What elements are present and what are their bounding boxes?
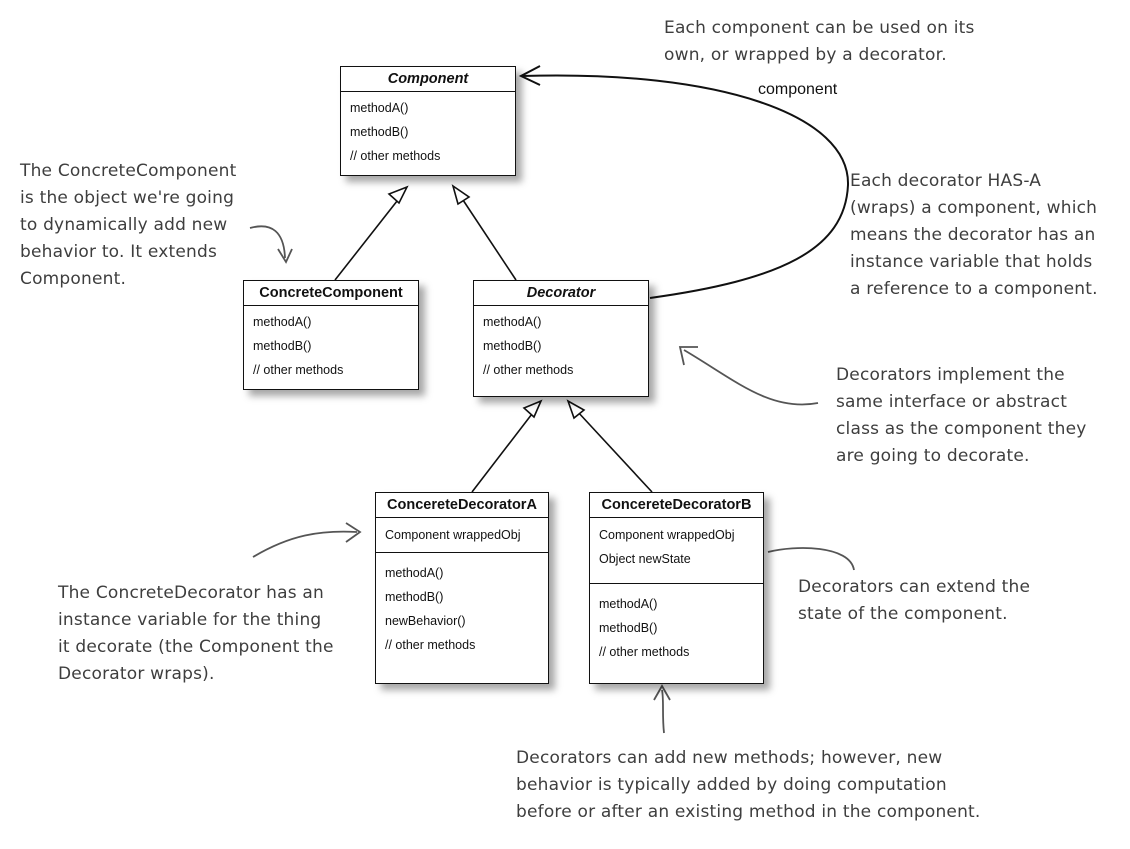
method-item: methodB() — [253, 339, 312, 353]
note-decorators-implement: Decorators implement the same interface … — [836, 365, 1087, 466]
note-decorator-has-a: Each decorator HAS-A (wraps) a component… — [850, 171, 1098, 299]
method-item: // other methods — [599, 645, 690, 659]
method-item: methodA() — [385, 566, 444, 580]
class-title: Decorator — [474, 281, 648, 306]
class-title: ConcereteDecoratorB — [590, 493, 763, 518]
attribute-list: Component wrappedObj — [376, 518, 548, 553]
method-list: methodA() methodB() // other methods — [244, 306, 418, 386]
class-concrete-decorator-a: ConcereteDecoratorA Component wrappedObj… — [375, 492, 549, 684]
inheritance-triangle-2 — [451, 184, 471, 206]
method-list: methodA() methodB() // other methods — [341, 92, 515, 172]
association-arrowhead — [518, 65, 541, 86]
method-item: methodB() — [599, 621, 658, 635]
class-title: ConcreteComponent — [244, 281, 418, 306]
attribute-list: Component wrappedObj Object newState — [590, 518, 763, 584]
note-concrete-component: The ConcreteComponent is the object we'r… — [20, 161, 237, 289]
method-item: // other methods — [385, 638, 476, 652]
inheritance-decorator-a — [471, 409, 536, 493]
method-item: methodA() — [350, 101, 409, 115]
note-arrow-concrete — [249, 225, 286, 259]
note-arrow-decorator-a — [252, 530, 358, 558]
method-item: // other methods — [483, 363, 574, 377]
method-item: methodB() — [350, 125, 409, 139]
note-decorators-new-methods: Decorators can add new methods; however,… — [516, 748, 981, 822]
method-item: methodA() — [599, 597, 658, 611]
class-title: ConcereteDecoratorA — [376, 493, 548, 518]
class-decorator: Decorator methodA() methodB() // other m… — [473, 280, 649, 397]
class-title: Component — [341, 67, 515, 92]
method-list: methodA() methodB() // other methods — [590, 584, 763, 668]
attribute-item: Component wrappedObj — [385, 528, 521, 542]
inheritance-decorator-to-component — [460, 196, 517, 281]
note-decorators-extend: Decorators can extend the state of the c… — [798, 577, 1031, 624]
note-arrow-bottom — [661, 689, 665, 734]
class-concrete-component: ConcreteComponent methodA() methodB() //… — [243, 280, 419, 390]
method-item: newBehavior() — [385, 614, 466, 628]
method-item: methodA() — [483, 315, 542, 329]
association-label: component — [758, 81, 838, 98]
method-item: // other methods — [350, 149, 441, 163]
attribute-item: Object newState — [599, 552, 691, 566]
inheritance-concrete-to-component — [334, 195, 402, 281]
note-arrow-implement-head — [678, 346, 698, 366]
note-arrow-extend — [767, 547, 855, 571]
inheritance-decorator-b — [576, 410, 653, 493]
method-list: methodA() methodB() newBehavior() // oth… — [376, 553, 548, 661]
note-concrete-decorator: The ConcreteDecorator has an instance va… — [58, 583, 334, 684]
attribute-item: Component wrappedObj — [599, 528, 735, 542]
association-decorator-component — [521, 74, 850, 299]
inheritance-triangle-3 — [522, 399, 543, 419]
method-item: methodB() — [483, 339, 542, 353]
class-component: Component methodA() methodB() // other m… — [340, 66, 516, 176]
note-arrow-concrete-head — [277, 248, 293, 264]
method-list: methodA() methodB() // other methods — [474, 306, 648, 386]
class-concrete-decorator-b: ConcereteDecoratorB Component wrappedObj… — [589, 492, 764, 684]
note-top: Each component can be used on its own, o… — [664, 18, 975, 65]
note-arrow-decorator-a-head — [345, 522, 362, 543]
method-item: methodA() — [253, 315, 312, 329]
inheritance-triangle-1 — [387, 185, 409, 205]
note-arrow-bottom-head — [653, 684, 671, 701]
note-arrow-implement — [683, 349, 819, 406]
inheritance-triangle-4 — [566, 399, 586, 420]
method-item: // other methods — [253, 363, 344, 377]
method-item: methodB() — [385, 590, 444, 604]
